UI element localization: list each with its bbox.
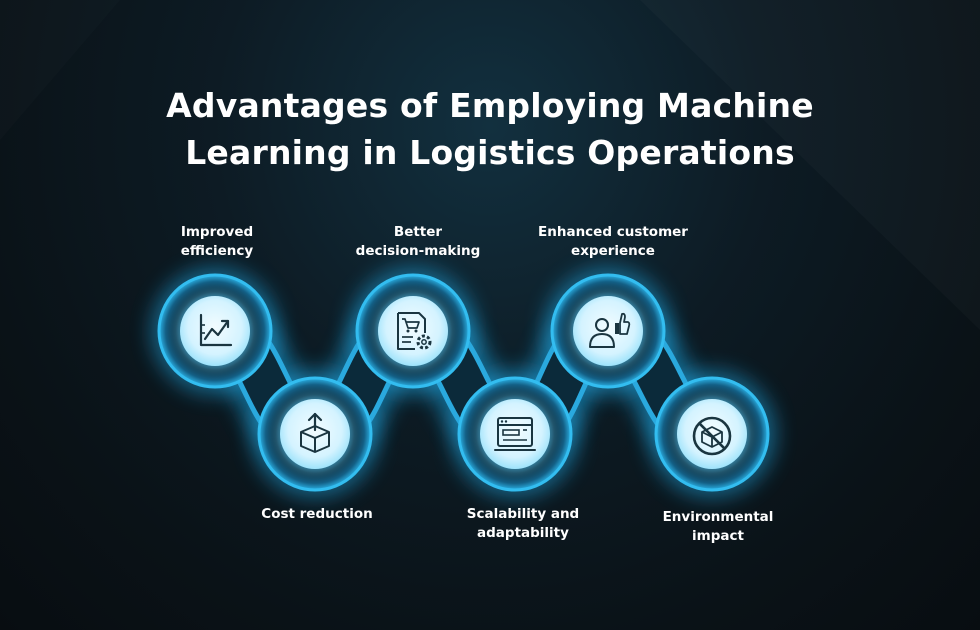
label-better-decision-making: Better decision-making	[355, 224, 481, 259]
title-line-2: Learning in Logistics Operations	[185, 133, 795, 172]
advantage-node-5	[550, 273, 666, 389]
line-chart-icon	[199, 313, 233, 347]
label-improved-efficiency: Improved efficiency	[180, 224, 254, 259]
no-box-icon	[692, 416, 732, 456]
advantage-node-3	[355, 273, 471, 389]
label-environmental-impact: Environmental impact	[662, 509, 774, 544]
box-arrow-up-icon	[300, 412, 330, 453]
page-title: Advantages of Employing Machine Learning…	[0, 82, 980, 176]
label-cost-reduction: Cost reduction	[261, 506, 373, 522]
label-scalability-and-adaptability: Scalability and adaptability	[466, 506, 580, 541]
title-line-1: Advantages of Employing Machine	[166, 86, 814, 125]
chain-nodes	[157, 273, 770, 492]
label-enhanced-customer-experience: Enhanced customer experience	[538, 224, 688, 259]
dashboard-window-icon	[494, 417, 536, 451]
advantage-node-2	[257, 376, 373, 492]
advantage-node-6	[654, 376, 770, 492]
document-cart-gear-icon	[397, 312, 432, 350]
advantage-node-1	[157, 273, 273, 389]
user-thumbs-up-icon	[589, 312, 631, 348]
advantage-node-4	[457, 376, 573, 492]
